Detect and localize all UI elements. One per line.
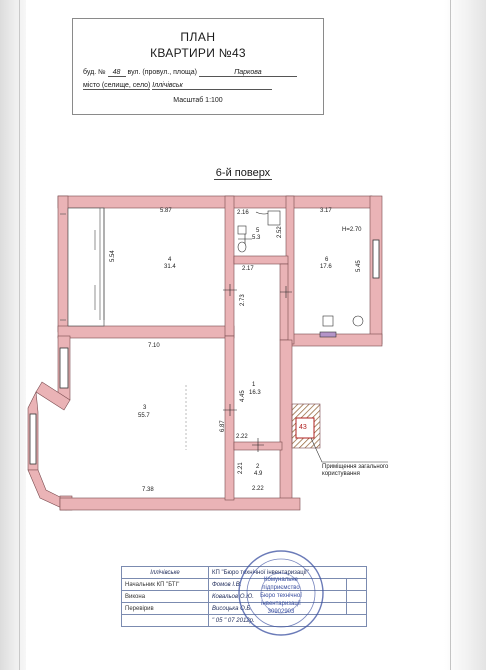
city-label: місто (селище, село) xyxy=(83,82,151,90)
dim-3-17: 3.17 xyxy=(320,208,332,214)
city-value: Іллічівськ xyxy=(152,82,273,90)
address-row: буд. № 48 вул. (провул., площа) Паркова xyxy=(83,69,315,77)
seal-text-1: Комунальне xyxy=(264,577,299,583)
stamp-city: Іллічівське xyxy=(121,566,209,579)
room-3-id: 3 xyxy=(143,405,147,411)
stamp-row-label: Викона xyxy=(121,590,209,603)
street-label: вул. (провул., площа) xyxy=(127,69,197,76)
room-2-area: 4.9 xyxy=(254,471,263,477)
room-6-id: 6 xyxy=(325,257,329,263)
ceiling-height: H=2.70 xyxy=(342,227,362,233)
dim-2-17: 2.17 xyxy=(242,266,254,272)
room-2-id: 2 xyxy=(256,464,260,470)
stamp-row: Начальник КП "БТІ" Фомов І.В. xyxy=(121,578,367,591)
stamp-header-row: Іллічівське КП "Бюро технічної інвентари… xyxy=(121,566,367,579)
dim-2-52: 2.52 xyxy=(277,226,283,238)
floor-title: 6-й поверх xyxy=(213,167,273,180)
seal-text-3: Бюро технічної xyxy=(260,593,302,599)
dim-6-87: 6.87 xyxy=(220,420,226,432)
room-1-area: 16.3 xyxy=(249,390,261,396)
stamp-date-row: " 05 " 07 2012р. xyxy=(121,614,367,627)
dim-2-22-lower: 2.22 xyxy=(252,486,264,492)
city-row: місто (селище, село) Іллічівськ xyxy=(83,82,315,90)
scale-label: Масштаб 1:100 xyxy=(173,97,223,104)
page-binding-edge xyxy=(0,0,26,670)
seal-code: 30902903 xyxy=(268,609,295,615)
title-line-1: ПЛАН xyxy=(180,30,216,44)
title-block: ПЛАН КВАРТИРИ №43 буд. № 48 вул. (провул… xyxy=(72,18,324,115)
seal-text-4: інвентаризації xyxy=(261,601,301,607)
dim-7-38: 7.38 xyxy=(142,487,154,493)
stamp-row-label: Перевірив xyxy=(121,602,209,615)
dim-5-87: 5.87 xyxy=(160,208,172,214)
building-number: 48 xyxy=(107,69,126,77)
room-4-area: 31.4 xyxy=(164,264,176,270)
street-value: Паркова xyxy=(198,69,297,77)
room-1-id: 1 xyxy=(252,382,256,388)
seal-text-2: підприємство xyxy=(262,585,300,591)
room-3-area: 55.7 xyxy=(138,413,150,419)
dim-7-10: 7.10 xyxy=(148,343,160,349)
title-line-2: КВАРТИРИ №43 xyxy=(150,46,246,60)
dim-2-73: 2.73 xyxy=(240,294,246,306)
apartment-tag: 43 xyxy=(299,424,307,431)
stamp-row-label: Начальник КП "БТІ" xyxy=(121,578,209,591)
stamp-date: " 05 " 07 2012р. xyxy=(208,614,367,627)
dim-2-22-upper: 2.22 xyxy=(236,434,248,440)
dim-4-45: 4.45 xyxy=(240,390,246,402)
room-6-area: 17.6 xyxy=(320,264,332,270)
official-seal: Комунальне підприємство Бюро технічної і… xyxy=(238,550,324,636)
dim-5-45: 5.45 xyxy=(356,260,362,272)
page-right-edge xyxy=(444,0,486,670)
common-area-note-2: користування xyxy=(322,471,360,477)
room-5-area: 5.3 xyxy=(252,235,261,241)
building-label: буд. № xyxy=(83,69,106,76)
room-4-id: 4 xyxy=(168,257,172,263)
common-area-note-1: Приміщення загального xyxy=(322,464,389,470)
room-5-id: 5 xyxy=(256,228,260,234)
dim-5-54: 5.54 xyxy=(110,250,116,262)
dim-2-21: 2.21 xyxy=(238,462,244,474)
stamp-row: Викона Ковальов О.Ю. xyxy=(121,590,367,603)
dim-2-16: 2.16 xyxy=(237,210,249,216)
